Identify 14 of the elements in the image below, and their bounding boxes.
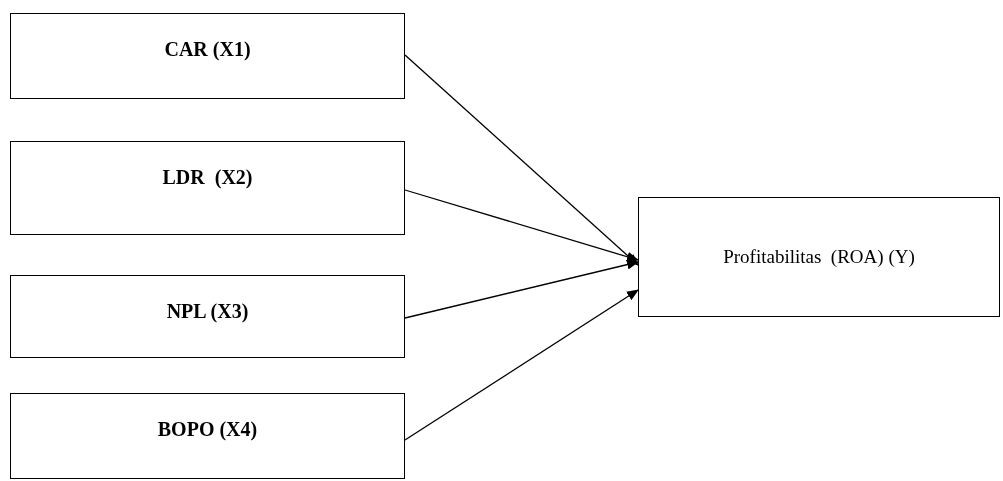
variable-label: CAR (X1) xyxy=(164,37,251,63)
variable-label: Profitabilitas (ROA) (Y) xyxy=(723,245,915,270)
arrow xyxy=(404,289,639,441)
variable-box xyxy=(10,141,405,235)
variable-label: BOPO (X4) xyxy=(157,417,258,443)
arrow xyxy=(404,54,639,266)
variable-box xyxy=(10,275,405,358)
variable-box xyxy=(10,13,405,99)
variable-box xyxy=(638,197,1000,317)
variable-label: NPL (X3) xyxy=(166,299,249,325)
arrow xyxy=(404,189,639,262)
variable-label: LDR (X2) xyxy=(162,165,253,191)
variable-box xyxy=(10,393,405,479)
arrow xyxy=(404,259,639,319)
